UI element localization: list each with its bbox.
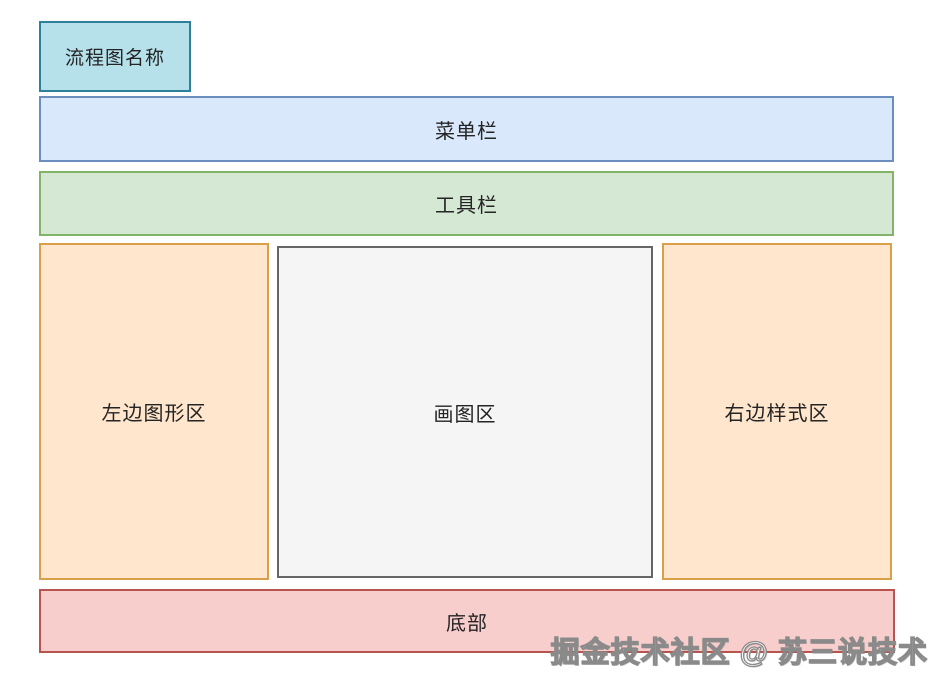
left-shapes-panel: 左边图形区 <box>39 243 269 580</box>
right-styles-panel: 右边样式区 <box>662 243 892 580</box>
toolbar-label: 工具栏 <box>435 195 498 217</box>
flowchart-title-box: 流程图名称 <box>39 21 191 92</box>
menu-bar-label: 菜单栏 <box>435 120 498 143</box>
menu-bar-region: 菜单栏 <box>39 96 894 162</box>
toolbar-region: 工具栏 <box>39 171 894 236</box>
drawing-canvas-region: 画图区 <box>277 246 653 578</box>
bottom-bar-region: 底部 <box>39 589 895 653</box>
bottom-bar-label: 底部 <box>446 612 488 635</box>
left-shapes-panel-label: 左边图形区 <box>101 403 207 425</box>
drawing-canvas-label: 画图区 <box>433 403 497 426</box>
right-styles-panel-label: 右边样式区 <box>724 403 830 425</box>
flowchart-title-label: 流程图名称 <box>64 48 165 69</box>
